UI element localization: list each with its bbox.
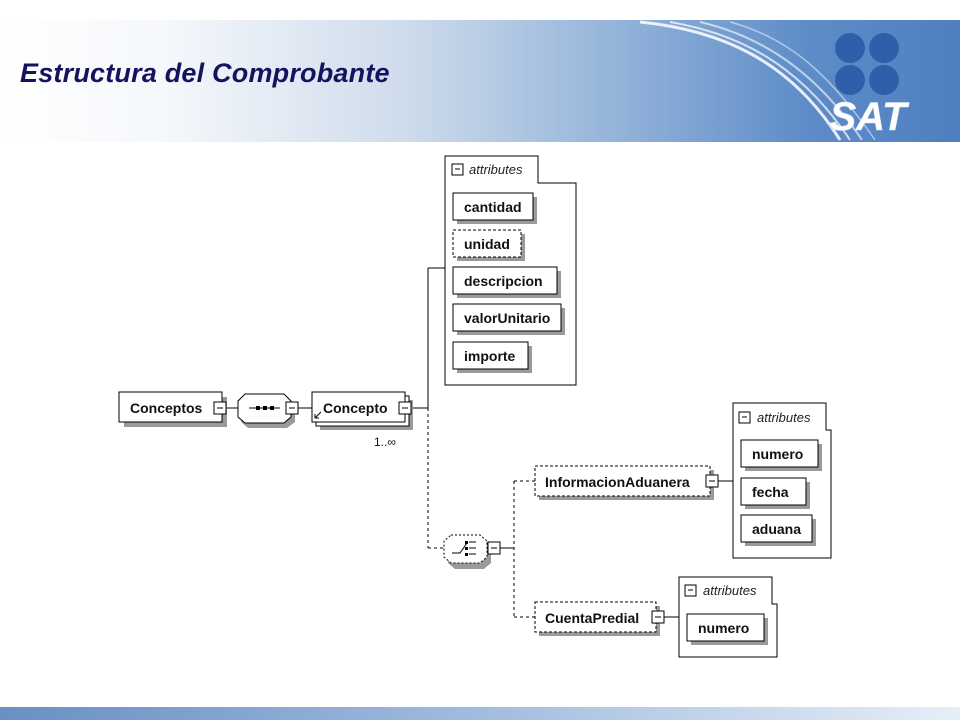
attribute-concepto-3[interactable]: valorUnitario — [452, 303, 565, 335]
svg-text:InformacionAduanera: InformacionAduanera — [545, 474, 690, 490]
concepto-collapse-toggle[interactable] — [398, 401, 412, 415]
conceptos-element[interactable]: Conceptos — [118, 391, 227, 427]
slide-header: Estructura del Comprobante — [0, 20, 960, 142]
svg-text:aduana: aduana — [752, 521, 801, 537]
conceptos-collapse-toggle[interactable] — [213, 401, 227, 415]
attribute-concepto-0[interactable]: cantidad — [452, 192, 537, 224]
concepto-attributes-toggle[interactable] — [451, 163, 464, 176]
choice-compositor-icon[interactable] — [443, 534, 491, 569]
header-swoosh-decoration — [639, 20, 876, 141]
cuenta-predial-attributes-toggle[interactable] — [684, 584, 697, 597]
concepto-attributes-title: attributes — [469, 162, 523, 177]
svg-text:cantidad: cantidad — [464, 199, 522, 215]
sequence-collapse-toggle[interactable] — [285, 401, 299, 415]
connector-lines — [227, 267, 733, 618]
attribute-informacion-aduanera-2[interactable]: aduana — [740, 514, 816, 546]
svg-text:valorUnitario: valorUnitario — [464, 310, 550, 326]
svg-text:numero: numero — [752, 446, 803, 462]
sat-logo: SAT — [829, 33, 910, 138]
slide-footer-bar — [0, 707, 960, 720]
svg-text:numero: numero — [698, 620, 749, 636]
svg-text:importe: importe — [464, 348, 516, 364]
informacion-aduanera-attributes-toggle[interactable] — [738, 411, 751, 424]
concepto-attribute-list: cantidad unidad descripcion valorUnitario im… — [452, 192, 565, 373]
svg-text:Concepto: Concepto — [323, 400, 388, 416]
concepto-occurrence-label: 1..∞ — [374, 435, 396, 449]
svg-text:fecha: fecha — [752, 484, 789, 500]
attribute-concepto-4[interactable]: importe — [452, 341, 532, 373]
attribute-concepto-1[interactable]: unidad — [452, 229, 525, 261]
attribute-cuenta-predial-0[interactable]: numero — [686, 613, 768, 645]
concepto-element[interactable]: Concepto — [311, 391, 413, 430]
informacion-aduanera-collapse-toggle[interactable] — [705, 474, 719, 488]
informacion-aduanera-element[interactable]: InformacionAduanera — [534, 465, 714, 500]
informacion-aduanera-attribute-list: numero fecha aduana — [740, 439, 822, 546]
svg-text:SAT: SAT — [829, 95, 910, 138]
cuenta-predial-attributes-title: attributes — [703, 583, 757, 598]
svg-text:Conceptos: Conceptos — [130, 400, 203, 416]
cuenta-predial-attribute-list: numero — [686, 613, 768, 645]
choice-collapse-toggle[interactable] — [487, 541, 501, 555]
svg-text:unidad: unidad — [464, 236, 510, 252]
sequence-compositor-icon[interactable] — [237, 393, 295, 428]
cuenta-predial-element[interactable]: CuentaPredial — [534, 601, 660, 636]
slide-title: Estructura del Comprobante — [20, 58, 390, 88]
informacion-aduanera-attributes-title: attributes — [757, 410, 811, 425]
attribute-informacion-aduanera-1[interactable]: fecha — [740, 477, 810, 509]
cuenta-predial-collapse-toggle[interactable] — [651, 610, 665, 624]
svg-text:descripcion: descripcion — [464, 273, 543, 289]
svg-text:CuentaPredial: CuentaPredial — [545, 610, 639, 626]
attribute-concepto-2[interactable]: descripcion — [452, 266, 561, 298]
attribute-informacion-aduanera-0[interactable]: numero — [740, 439, 822, 471]
